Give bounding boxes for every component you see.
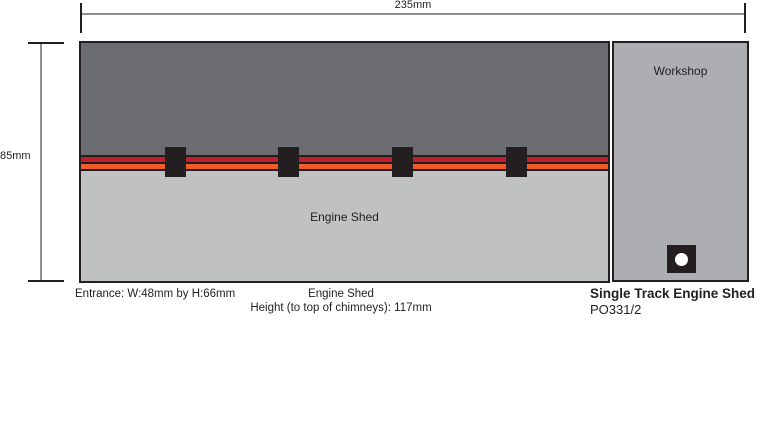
engine-shed-caption: Engine Shed Height (to top of chimneys):… [241,287,441,315]
depth-dimension-line [40,43,42,281]
engine-shed-caption-title: Engine Shed [308,288,374,300]
chimney-icon [278,147,299,177]
workshop-label: Workshop [653,64,708,78]
ridge-line-middle [81,162,608,164]
depth-dimension-tick-bottom [28,280,64,282]
engine-shed-label: Engine Shed [310,210,379,224]
width-dimension-tick-left [80,3,82,33]
ridge-line-bottom [81,169,608,171]
depth-dimension-tick-top [28,42,64,44]
chimney-icon [506,147,527,177]
width-dimension-tick-right [744,3,746,33]
ridge-line-top [81,155,608,157]
product-title: Single Track Engine Shed [590,286,756,301]
roof-ridge-red-stripe [81,157,608,162]
engine-shed-caption-height: Height (to top of chimneys): 117mm [250,302,432,314]
width-dimension-line [80,13,746,15]
engine-shed-footprint: Engine Shed [79,41,610,283]
roof-vent-icon [667,245,696,273]
engine-shed-roof [81,43,608,155]
workshop-footprint: Workshop [612,41,749,282]
chimney-icon [392,147,413,177]
chimney-icon [165,147,186,177]
entrance-note: Entrance: W:48mm by H:66mm [75,288,236,300]
depth-dimension-label: 85mm [0,150,31,162]
roof-ridge-orange-stripe [81,164,608,169]
roof-vent-port-icon [675,252,688,266]
width-dimension-label: 235mm [80,0,746,12]
width-dimension-value: 235mm [390,0,436,11]
product-block: Single Track Engine Shed PO331/2 [590,286,760,317]
product-code: PO331/2 [590,302,642,317]
